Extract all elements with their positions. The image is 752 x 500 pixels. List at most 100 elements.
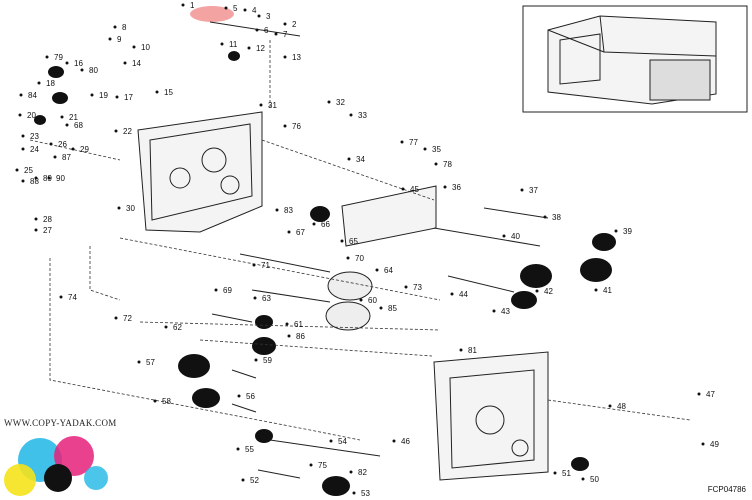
callout-dot-5 xyxy=(224,6,228,10)
callout-dot-3 xyxy=(257,14,261,18)
callout-dot-65 xyxy=(340,239,344,243)
callout-label-35: 35 xyxy=(432,145,441,154)
callout-dot-84 xyxy=(19,93,23,97)
callout-dot-90 xyxy=(47,176,51,180)
callout-label-74: 74 xyxy=(68,293,77,302)
callout-dot-88 xyxy=(21,179,25,183)
callout-dot-55 xyxy=(236,447,240,451)
callout-dot-51 xyxy=(553,471,557,475)
callout-dot-71 xyxy=(252,263,256,267)
callout-label-75: 75 xyxy=(318,461,327,470)
callout-label-84: 84 xyxy=(28,91,37,100)
callout-dot-20 xyxy=(18,113,22,117)
callout-dot-78 xyxy=(434,162,438,166)
callout-label-32: 32 xyxy=(336,98,345,107)
callout-dot-41 xyxy=(594,288,598,292)
figure-code: FCP04786 xyxy=(707,485,746,494)
callout-label-67: 67 xyxy=(296,228,305,237)
callout-dot-28 xyxy=(34,217,38,221)
callout-label-20: 20 xyxy=(27,111,36,120)
callout-label-45: 45 xyxy=(410,185,419,194)
callout-dot-53 xyxy=(352,491,356,495)
callout-dot-47 xyxy=(697,392,701,396)
callout-dot-85 xyxy=(379,306,383,310)
callout-label-4: 4 xyxy=(252,6,257,15)
callout-label-38: 38 xyxy=(552,213,561,222)
callout-dot-81 xyxy=(459,348,463,352)
callout-label-2: 2 xyxy=(292,20,297,29)
callout-dot-56 xyxy=(237,394,241,398)
callout-dot-83 xyxy=(275,208,279,212)
callout-label-29: 29 xyxy=(80,145,89,154)
callout-label-63: 63 xyxy=(262,294,271,303)
callout-label-8: 8 xyxy=(122,23,127,32)
callout-label-62: 62 xyxy=(173,323,182,332)
callout-label-80: 80 xyxy=(89,66,98,75)
callout-dot-8 xyxy=(113,25,117,29)
callout-dot-18 xyxy=(37,81,41,85)
callout-dot-24 xyxy=(21,147,25,151)
callout-label-25: 25 xyxy=(24,166,33,175)
callout-dot-44 xyxy=(450,292,454,296)
callout-dot-16 xyxy=(65,61,69,65)
callout-label-19: 19 xyxy=(99,91,108,100)
callout-dot-45 xyxy=(401,187,405,191)
callout-dot-62 xyxy=(164,325,168,329)
callout-label-64: 64 xyxy=(384,266,393,275)
callout-label-71: 71 xyxy=(261,261,270,270)
callout-dot-57 xyxy=(137,360,141,364)
callout-label-40: 40 xyxy=(511,232,520,241)
callout-dot-48 xyxy=(608,404,612,408)
callout-label-15: 15 xyxy=(164,88,173,97)
callout-dot-59 xyxy=(254,358,258,362)
callout-label-13: 13 xyxy=(292,53,301,62)
callout-label-73: 73 xyxy=(413,283,422,292)
callout-label-27: 27 xyxy=(43,226,52,235)
callout-dot-69 xyxy=(214,288,218,292)
dashed-leaders xyxy=(29,40,691,441)
callout-label-65: 65 xyxy=(349,237,358,246)
callout-dot-89 xyxy=(34,176,38,180)
highlight-part-5 xyxy=(190,6,234,22)
callout-dot-15 xyxy=(155,90,159,94)
callout-dot-80 xyxy=(80,68,84,72)
callout-label-11: 11 xyxy=(229,40,238,49)
callout-dot-70 xyxy=(346,256,350,260)
callout-label-22: 22 xyxy=(123,127,132,136)
callout-label-79: 79 xyxy=(54,53,63,62)
callout-label-57: 57 xyxy=(146,358,155,367)
callout-dot-9 xyxy=(108,37,112,41)
callout-label-87: 87 xyxy=(62,153,71,162)
motors xyxy=(325,271,373,331)
callout-dot-42 xyxy=(535,289,539,293)
callout-dot-66 xyxy=(312,222,316,226)
callout-label-23: 23 xyxy=(30,132,39,141)
shafts xyxy=(209,21,549,479)
callout-dot-33 xyxy=(349,113,353,117)
callout-dot-34 xyxy=(347,157,351,161)
callout-label-3: 3 xyxy=(266,12,271,21)
callout-label-1: 1 xyxy=(190,1,195,10)
callout-dot-12 xyxy=(247,46,251,50)
callout-dot-29 xyxy=(71,147,75,151)
callout-dot-4 xyxy=(243,8,247,12)
watermark-logo xyxy=(4,436,108,496)
callout-dot-60 xyxy=(359,298,363,302)
callout-dot-14 xyxy=(123,61,127,65)
callout-label-52: 52 xyxy=(250,476,259,485)
callout-label-44: 44 xyxy=(459,290,468,299)
callout-label-6: 6 xyxy=(264,26,269,35)
callout-label-9: 9 xyxy=(117,35,122,44)
callout-label-66: 66 xyxy=(321,220,330,229)
callout-dot-27 xyxy=(34,228,38,232)
callout-label-54: 54 xyxy=(338,437,347,446)
callout-label-48: 48 xyxy=(617,402,626,411)
callout-dot-36 xyxy=(443,185,447,189)
callout-dot-77 xyxy=(400,140,404,144)
callout-label-43: 43 xyxy=(501,307,510,316)
callout-dot-52 xyxy=(241,478,245,482)
callout-dot-22 xyxy=(114,129,118,133)
callout-label-53: 53 xyxy=(361,489,370,498)
